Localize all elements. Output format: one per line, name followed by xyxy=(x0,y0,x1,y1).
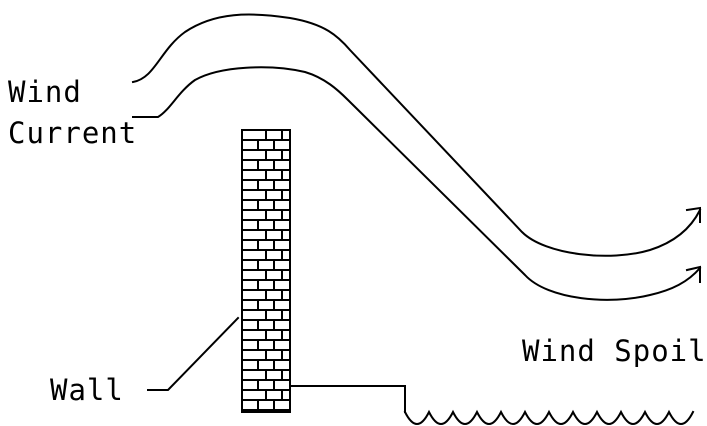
wind-current-lower-line xyxy=(132,66,702,301)
wind-spoil-label: Wind Spoil xyxy=(522,334,707,368)
wind-label-line2: Current xyxy=(8,116,137,150)
wall-pointer-line xyxy=(147,316,240,391)
wall-label: Wall xyxy=(50,373,124,407)
wind-arrow-icon-upper xyxy=(685,206,701,223)
wind-current-upper-line xyxy=(131,13,702,257)
ground-line xyxy=(289,385,406,413)
brick-wall-icon xyxy=(241,129,291,413)
wind-label-line1: Wind xyxy=(8,75,82,109)
water-waves-icon xyxy=(403,409,695,425)
wind-arrow-icon-lower xyxy=(685,265,701,283)
